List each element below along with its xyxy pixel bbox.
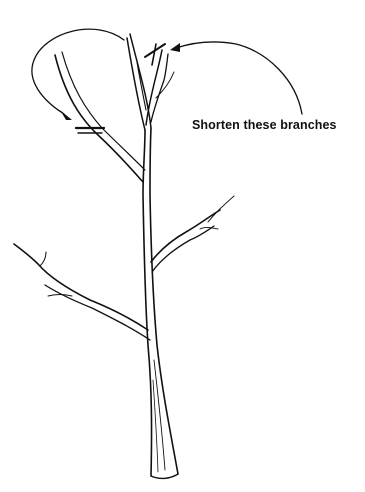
arrow-to-right-branch [176, 42, 302, 114]
lower-left-branch [14, 244, 148, 330]
annotation-label: Shorten these branches [192, 118, 337, 132]
trunk-texture [154, 360, 165, 470]
middle-right-branch [151, 210, 220, 262]
trunk-texture [153, 380, 158, 472]
middle-right-twig [208, 196, 234, 222]
lower-left-twig [40, 252, 46, 266]
upper-right-branch [146, 50, 162, 125]
arrowhead-left [60, 110, 72, 120]
cut-mark-right [152, 44, 156, 65]
arrowhead-right [170, 43, 180, 52]
trunk-outline-right [150, 128, 178, 474]
arrow-to-left-branch [32, 29, 124, 114]
trunk-base [151, 474, 178, 478]
lower-left-branch [45, 285, 150, 340]
lower-left-twig [48, 295, 72, 297]
